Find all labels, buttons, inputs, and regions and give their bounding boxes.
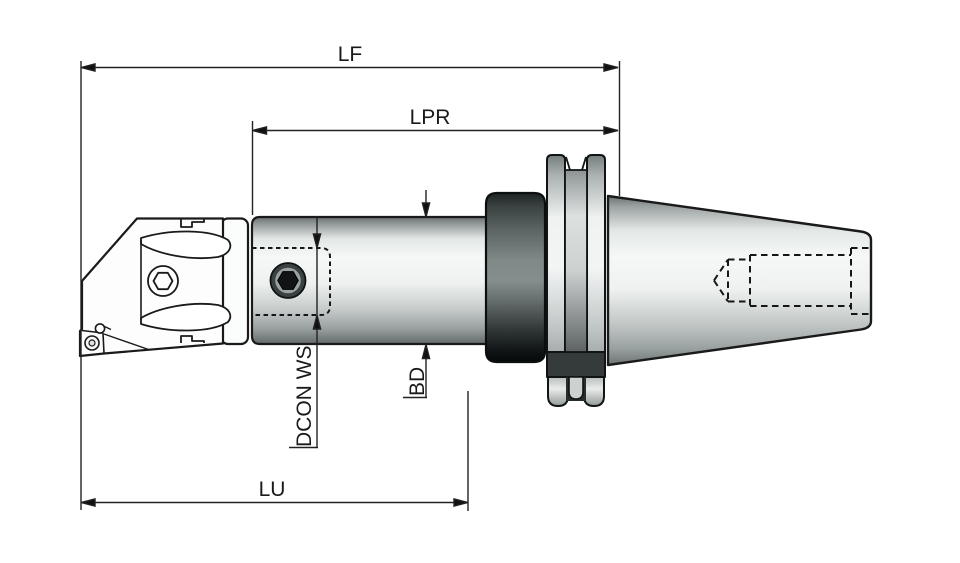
arrow-up (421, 344, 431, 360)
collar (484, 191, 547, 364)
flange-lower-band (546, 351, 606, 378)
dim-lf: LF (80, 43, 619, 73)
insert-right-edge (102, 332, 105, 354)
bottom-insert-seat (180, 335, 205, 343)
set-screw (269, 262, 307, 299)
arrow-right (603, 125, 619, 136)
bore-drill-point (713, 258, 729, 303)
arrow-left (252, 125, 268, 136)
arrow-left (80, 62, 96, 73)
taper-body (606, 194, 873, 367)
locator-pin-edge (104, 325, 112, 331)
hidden-pilot-bore (252, 247, 331, 316)
dim-lu: LU (80, 478, 469, 508)
arrow-down (312, 233, 322, 249)
flange-rib-left (546, 154, 566, 353)
flange-tab-right (583, 376, 605, 407)
flange-groove-floor (564, 169, 588, 353)
front-insert (81, 323, 151, 354)
dim-label-lpr: LPR (410, 106, 451, 129)
v-flange (546, 154, 606, 407)
dim-dcon-ws: DCON WS (289, 217, 322, 449)
dim-label-bd: BD (406, 367, 429, 396)
flange-slot-center (568, 376, 584, 400)
flange-rib-right (586, 154, 606, 353)
collar-body (484, 191, 547, 364)
bore-thread (750, 248, 852, 314)
top-insert-seat (180, 219, 205, 228)
shank-cylinder (250, 215, 492, 346)
clamp-screw-hex-socket (152, 271, 174, 291)
dim-bd: BD (403, 190, 431, 399)
torx-socket (88, 339, 96, 347)
arrow-up (312, 314, 322, 330)
hidden-thread-bore (713, 247, 869, 315)
bore-pilot (728, 255, 751, 306)
head-neck-ring (219, 217, 250, 346)
tool-assembly (78, 154, 873, 407)
flange-tab-left (547, 376, 569, 407)
milling-head (78, 217, 250, 358)
groove-chamfer-left (565, 156, 571, 171)
arrow-left (80, 497, 96, 508)
dim-label-lu: LU (259, 478, 286, 501)
arrow-down (421, 202, 431, 218)
taper-shank (606, 194, 873, 367)
set-screw-hex-socket (277, 271, 299, 290)
upper-flute (140, 230, 232, 260)
arrow-right (603, 62, 619, 73)
dim-label-lf: LF (338, 43, 363, 66)
dimensions: LF LPR DCON WS BD (80, 43, 621, 511)
dim-lpr: LPR (252, 106, 619, 136)
bore-counterbore (851, 247, 869, 315)
lower-flute (140, 302, 232, 332)
locator-pin (94, 323, 106, 334)
dim-label-dcon-ws: DCON WS (293, 346, 316, 448)
groove-chamfer-right (581, 156, 587, 171)
insert-pocket-slant (103, 333, 151, 351)
arrow-right (453, 497, 469, 508)
